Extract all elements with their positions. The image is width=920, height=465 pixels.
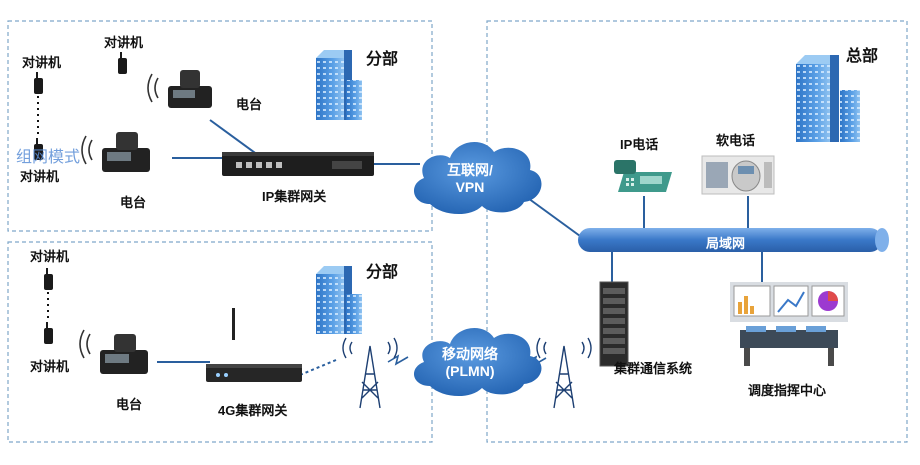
soft-phone-label: 软电话	[716, 133, 756, 148]
tower-icon	[342, 337, 592, 409]
radio-station-icon	[79, 329, 148, 374]
hq-title: 总部	[846, 48, 879, 65]
cloud-icon	[413, 327, 542, 397]
walkie-label: 对讲机	[22, 55, 62, 70]
building-icon	[796, 55, 860, 142]
radio-station-icon	[147, 70, 212, 108]
walkie-label: 对讲机	[30, 359, 70, 374]
dotted-connector	[37, 96, 49, 318]
cloud-mobile-line1: 移动网络	[442, 346, 498, 362]
overlay-caption: 组网模式	[16, 149, 81, 166]
dispatch-console-icon	[730, 282, 848, 366]
walkie-label: 对讲机	[104, 35, 144, 50]
gateway-label: 4G集群网关	[218, 403, 288, 418]
walkie-label: 对讲机	[30, 249, 70, 264]
lan-label: 局域网	[706, 236, 746, 251]
cloud-icon	[413, 141, 542, 215]
building-icon	[316, 50, 362, 120]
dispatch-center-label: 调度指挥中心	[748, 383, 827, 398]
trunk-system-label: 集群通信系统	[614, 361, 693, 376]
lan-bar	[578, 228, 889, 252]
radio-label: 电台	[120, 195, 147, 210]
branch-top-title: 分部	[366, 51, 399, 68]
ip-phone-icon	[614, 160, 672, 192]
cloud-mobile-label: 移动网络 (PLMN)	[430, 346, 510, 380]
walkie-label: 对讲机	[20, 169, 60, 184]
cloud-internet-line2: VPN	[455, 179, 485, 195]
walkie-talkie-icon	[34, 52, 127, 344]
branch-bottom-region	[7, 241, 433, 443]
server-rack-icon	[599, 281, 629, 367]
hq-region	[486, 20, 908, 443]
branch-bottom-title: 分部	[366, 264, 399, 281]
soft-phone-icon	[701, 155, 775, 195]
cloud-internet-line1: 互联网/	[447, 162, 493, 178]
branch-top-region	[7, 20, 433, 232]
cloud-internet-label: 互联网/ VPN	[430, 162, 510, 196]
gateway-icon	[222, 152, 374, 176]
ip-phone-label: IP电话	[620, 137, 659, 152]
gateway-icon	[206, 308, 302, 382]
radio-label: 电台	[116, 397, 143, 412]
gateway-label: IP集群网关	[262, 189, 327, 204]
radio-label: 电台	[236, 97, 263, 112]
cloud-mobile-line2: (PLMN)	[445, 363, 495, 379]
radio-station-icon	[81, 132, 150, 172]
building-icon	[316, 266, 362, 334]
